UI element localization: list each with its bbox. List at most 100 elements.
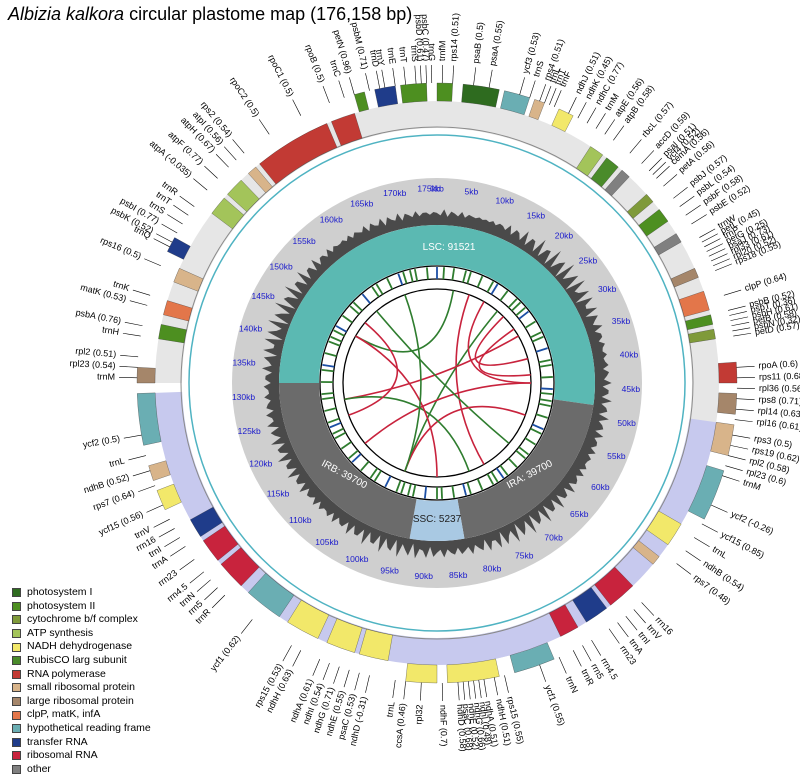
kb-tick-label: 140kb [239,323,262,333]
repeat-tick [322,393,334,394]
gene-label: ycf1 (0.62) [208,633,242,673]
legend-label: hypothetical reading frame [27,722,151,736]
gene-label-leader [241,619,252,633]
kb-tick-label: 35kb [612,316,631,326]
gene-label-leader [283,645,292,661]
gene-label-leader [520,77,525,94]
kb-tick-label: 135kb [232,357,255,367]
gene-label-leader [686,205,701,215]
gene-label-leader [733,333,751,336]
kb-tick-label: 175kb [417,183,440,193]
gene-label-leader [630,139,642,153]
gene-label-leader [420,683,421,701]
gene-block [137,367,155,383]
gene-label-leader [180,559,195,570]
gene-label-leader [728,306,745,310]
gene-label-leader [663,174,677,186]
gene-label-leader [540,84,546,101]
kb-tick-label: 90kb [414,571,433,581]
kb-tick-label: 65kb [570,509,589,519]
gene-label-leader [355,673,360,690]
legend-label: NADH dehydrogenase [27,640,132,654]
gene-label-leader [124,435,142,438]
gene-label-leader [587,108,596,124]
legend-item: small ribosomal protein [12,681,151,695]
gene-label: psbM (0.71) [349,21,370,70]
gene-label-leader [722,476,739,482]
legend-item: clpP, matK, infA [12,708,151,722]
gene-label-leader [193,179,207,191]
repeat-tick [541,377,553,378]
gene-label-leader [146,505,162,512]
legend-swatch [12,683,21,692]
gene-label: rpl23 (0.54) [69,358,115,370]
kb-tick-label: 170kb [383,188,406,198]
gene-label: rpoA (0.6) [758,358,798,370]
kb-tick-label: 55kb [607,451,626,461]
gene-label-leader [731,322,749,325]
gene-label-leader [680,196,695,207]
legend-label: photosystem II [27,600,95,614]
gene-label-leader [729,311,747,315]
gene-label-leader [730,445,748,449]
gene-label-leader [404,67,406,85]
legend-item: photosystem I [12,586,151,600]
legend-swatch [12,643,21,652]
gene-label: trnfM [437,40,447,61]
gene-label-leader [613,126,624,141]
gene-label-leader [233,139,245,153]
repeat-tick [427,267,428,279]
gene-label-leader [724,290,741,295]
legend-label: small ribosomal protein [27,681,135,695]
gene-label: ndhD (0.58) [455,704,468,752]
gene-label-leader [468,681,470,699]
gene-label-leader [702,524,718,532]
gene-label-leader [204,166,217,178]
gene-label-leader [673,187,687,198]
kb-tick-label: 30kb [598,284,617,294]
gene-label-leader [420,65,421,83]
gene-label-leader [634,609,646,623]
legend-swatch [12,724,21,733]
gene-label-leader [458,682,459,700]
gene-label-leader [554,90,561,107]
legend-swatch [12,615,21,624]
gene-label-leader [159,528,175,537]
gene-label-leader [453,65,454,83]
gene-label-leader [120,355,138,357]
repeat-tick [541,393,553,394]
gene-label-leader [133,471,150,476]
legend-label: cytochrome b/f complex [27,613,138,627]
gene-label: rps8 (0.71) [758,394,800,406]
gene-block [437,83,453,101]
gene-label: psbA (0.76) [75,307,122,326]
gene-block [529,99,545,119]
legend-label: ATP synthesis [27,627,93,641]
kb-tick-label: 115kb [267,488,290,498]
gene-label-leader [190,572,204,583]
gene-label-leader [138,486,155,492]
gene-label-leader [180,196,195,207]
gene-label-leader [728,456,745,460]
gene-label-leader [737,399,755,400]
kb-tick-label: 95kb [380,565,399,575]
gene-label-leader [709,249,725,257]
gene-label-leader [365,675,369,693]
kb-tick-label: 155kb [293,236,316,246]
legend-swatch [12,670,21,679]
gene-label: rpl16 (0.61) [756,417,800,433]
kb-tick-label: 100kb [345,554,368,564]
gene-label: rpl32 [413,704,424,725]
gene-label-leader [212,595,225,608]
legend-label: clpP, matK, infA [27,708,100,722]
gene-label-leader [119,366,137,367]
gene-label: ycf1 (0.55) [543,684,567,727]
gene-label-leader [732,328,750,331]
gene-label-leader [711,254,727,261]
gene-label-leader [618,623,629,637]
gene-label-leader [494,677,497,695]
gene-label-leader [649,158,662,171]
gene-label-leader [365,73,369,91]
gene-label-leader [656,166,669,178]
legend-item: photosystem II [12,600,151,614]
